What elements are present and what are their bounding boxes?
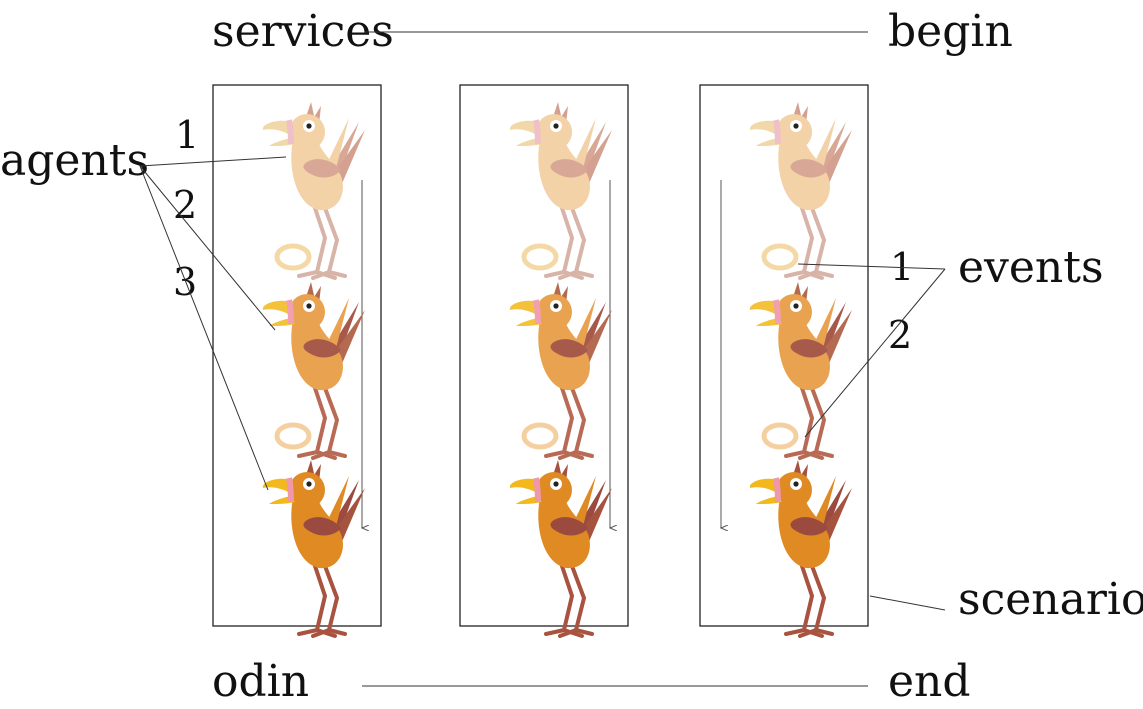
egg-panel2-2 bbox=[521, 422, 559, 450]
bird-panel2-row3 bbox=[509, 460, 612, 638]
bird-panel1-row1 bbox=[262, 102, 365, 280]
egg-panel3-2 bbox=[761, 422, 799, 450]
agents-pointer-1 bbox=[139, 156, 287, 167]
bird-panel3-row2 bbox=[749, 282, 852, 460]
egg-panel1-2 bbox=[274, 422, 312, 450]
scenarios-label: scenarios bbox=[958, 574, 1143, 625]
events-label: events bbox=[958, 242, 1104, 293]
odin-label: odin bbox=[212, 656, 309, 707]
agents-pointer-3 bbox=[139, 165, 269, 491]
end-label: end bbox=[888, 656, 971, 707]
agents-label: agents bbox=[0, 135, 149, 186]
agent-number-2: 2 bbox=[173, 183, 197, 227]
egg-panel3-1 bbox=[761, 243, 799, 271]
bird-panel2-row2 bbox=[509, 282, 612, 460]
agent-number-3: 3 bbox=[173, 260, 197, 304]
bird-panel3-row1 bbox=[749, 102, 852, 280]
birds-layer bbox=[262, 102, 852, 638]
bird-panel1-row2 bbox=[262, 282, 365, 460]
agent-number-1: 1 bbox=[175, 113, 199, 157]
bird-panel2-row1 bbox=[509, 102, 612, 280]
egg-panel1-1 bbox=[274, 243, 312, 271]
events-pointer-2 bbox=[804, 268, 946, 438]
scenarios-pointer bbox=[869, 595, 946, 611]
services-label: services bbox=[212, 6, 394, 57]
eggs-layer bbox=[274, 243, 799, 450]
bird-panel1-row3 bbox=[262, 460, 365, 638]
begin-label: begin bbox=[888, 6, 1013, 57]
agents-pointer-2 bbox=[139, 165, 276, 331]
bird-panel3-row3 bbox=[749, 460, 852, 638]
egg-panel2-1 bbox=[521, 243, 559, 271]
events-pointer-1 bbox=[797, 263, 946, 270]
event-number-2: 2 bbox=[888, 313, 912, 357]
